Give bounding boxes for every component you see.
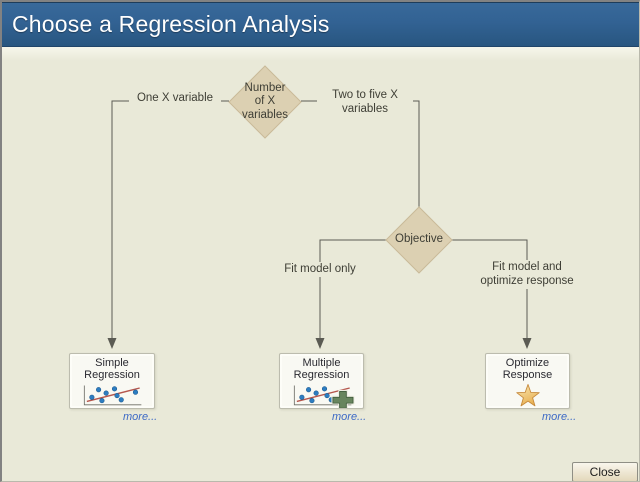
more-link-multiple-regression[interactable]: more... — [332, 411, 367, 423]
more-link-simple-regression[interactable]: more... — [123, 411, 158, 423]
optimize-response-box[interactable]: Optimize Response — [485, 353, 570, 409]
more-link-optimize-response[interactable]: more... — [542, 411, 577, 423]
close-button[interactable]: Close — [572, 462, 638, 481]
simple-regression-box[interactable]: Simple Regression — [69, 353, 155, 409]
scatter-plot-icon — [83, 385, 142, 406]
branch-label-two-to-five-x: Two to five X variables — [317, 89, 413, 117]
multiple-regression-box[interactable]: Multiple Regression — [279, 353, 364, 409]
dialog-title: Choose a Regression Analysis — [12, 11, 330, 37]
diamond-label-objective: Objective — [395, 233, 443, 246]
star-icon — [515, 383, 540, 407]
branch-label-one-x-variable: One X variable — [129, 91, 221, 107]
diamond-label-number-of-x: Number of X variables — [241, 81, 289, 121]
simple-regression-title: Simple Regression — [84, 357, 140, 382]
branch-label-fit-model-only: Fit model only — [282, 262, 358, 277]
title-bar: Choose a Regression Analysis — [2, 2, 639, 47]
optimize-response-title: Optimize Response — [502, 357, 553, 382]
multiple-regression-title: Multiple Regression — [293, 357, 350, 382]
branch-label-fit-model-optimize: Fit model and optimize response — [477, 260, 577, 289]
scatter-plot-plus-icon — [293, 385, 354, 408]
